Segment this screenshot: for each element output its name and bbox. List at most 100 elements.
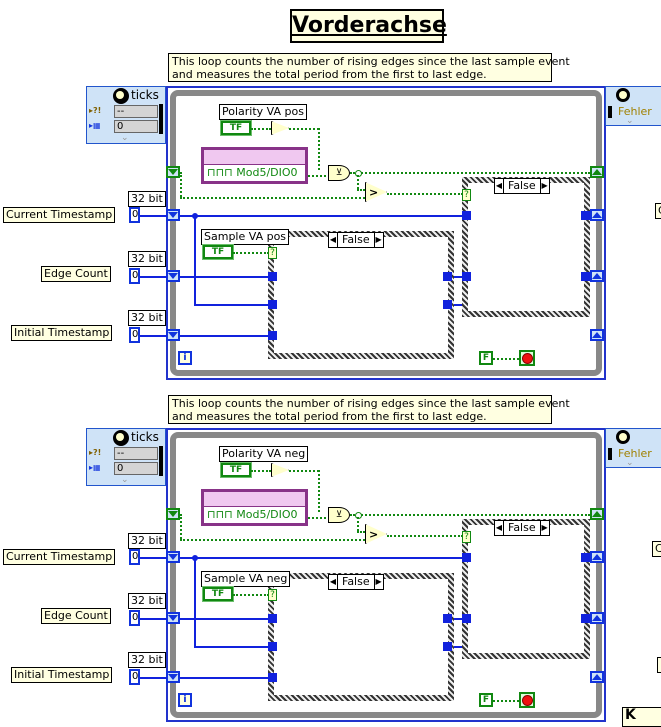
chip-icon: ▸▦	[89, 121, 101, 130]
shift-register-right-initial[interactable]	[590, 671, 604, 683]
inner-case-structure[interactable]	[268, 231, 454, 359]
bool-wire	[233, 594, 269, 596]
shift-register-left-count[interactable]	[166, 612, 180, 624]
shift-register-right-count[interactable]	[590, 270, 604, 282]
case-value: False	[337, 233, 375, 247]
timed-loop-output-node[interactable]: Fehler ⌄	[605, 428, 661, 468]
sample-control[interactable]: TF	[202, 244, 234, 260]
iteration-terminal: i	[178, 351, 192, 365]
fpga-io-node[interactable]: ⊓⊓⊓ Mod5/DIO0	[201, 489, 308, 526]
polarity-control[interactable]: TF	[220, 462, 252, 478]
timed-field-2[interactable]: 0	[114, 120, 158, 133]
shift-register-right-initial[interactable]	[590, 329, 604, 341]
shift-register-left-current[interactable]	[166, 209, 180, 221]
decrement-arrow-icon[interactable]: ◀	[329, 235, 337, 244]
increment-arrow-icon[interactable]: ▶	[541, 181, 548, 190]
chip-icon: ▸▦	[89, 463, 101, 472]
comment-line-2: and measures the total period from the f…	[172, 410, 487, 423]
false-constant[interactable]: F	[479, 693, 493, 707]
loop-frame	[170, 90, 602, 376]
timed-loop-input-node[interactable]: ticks ▸?! -- ▸▦ 0 ⌄	[86, 428, 166, 486]
register-label: Edge Count	[41, 608, 111, 624]
bool-wire	[289, 470, 319, 472]
sample-control[interactable]: TF	[202, 586, 234, 602]
stop-terminal[interactable]	[519, 692, 535, 708]
shift-register-right-current[interactable]	[590, 551, 604, 563]
chevrons-icon[interactable]: ⌄	[121, 133, 129, 143]
timed-field-1[interactable]: --	[114, 105, 158, 118]
shift-register-left-current[interactable]	[166, 551, 180, 563]
chevrons-icon[interactable]: ⌄	[121, 475, 129, 485]
outer-case-selector[interactable]: ◀ False ▶	[494, 520, 550, 536]
wire-branch	[194, 557, 196, 647]
iteration-terminal: i	[178, 693, 192, 707]
type-label: 32 bit	[128, 310, 166, 326]
decrement-arrow-icon[interactable]: ◀	[495, 523, 503, 532]
init-constant[interactable]: 0	[129, 268, 140, 284]
shift-register-right-count[interactable]	[590, 612, 604, 624]
init-constant[interactable]: 0	[129, 549, 140, 565]
shift-register-left-initial[interactable]	[166, 671, 180, 683]
timed-loop-input-node[interactable]: ticks ▸?! -- ▸▦ 0 ⌄	[86, 86, 166, 144]
wire	[140, 618, 167, 620]
tunnel	[268, 642, 277, 651]
timed-field-1[interactable]: --	[114, 447, 158, 460]
chevrons-icon[interactable]: ⌄	[626, 458, 634, 468]
inner-case-selector[interactable]: ◀ False ▶	[328, 232, 384, 248]
init-constant[interactable]: 0	[129, 207, 140, 223]
shift-register-left-initial[interactable]	[166, 329, 180, 341]
fpga-io-header	[204, 150, 305, 165]
decrement-arrow-icon[interactable]: ◀	[495, 181, 503, 190]
timed-field-2[interactable]: 0	[114, 462, 158, 475]
outer-case-structure[interactable]	[462, 177, 590, 317]
register-label: Current Timestamp	[3, 549, 116, 565]
increment-arrow-icon[interactable]: ▶	[375, 235, 382, 244]
wire	[140, 677, 167, 679]
comment-line-1: This loop counts the number of rising ed…	[172, 397, 570, 410]
register-label: Initial Timestamp	[11, 667, 113, 683]
comment-line-1: This loop counts the number of rising ed…	[172, 55, 570, 68]
shift-register-left-bool[interactable]	[166, 166, 180, 178]
shift-register-right-bool[interactable]	[590, 508, 604, 520]
outer-case-structure[interactable]	[462, 519, 590, 659]
type-label: 32 bit	[128, 533, 166, 549]
bool-wire	[308, 517, 330, 519]
fpga-io-name: Mod5/DIO0	[236, 166, 298, 179]
init-constant[interactable]: 0	[129, 327, 140, 343]
polarity-control[interactable]: TF	[220, 120, 252, 136]
increment-arrow-icon[interactable]: ▶	[375, 577, 382, 586]
init-constant[interactable]: 0	[129, 610, 140, 626]
clock-icon	[616, 430, 630, 444]
inner-case-selector[interactable]: ◀ False ▶	[328, 574, 384, 590]
tunnel	[268, 272, 277, 281]
case-value: False	[503, 179, 541, 193]
shift-register-right-bool[interactable]	[590, 166, 604, 178]
outer-case-selector[interactable]: ◀ False ▶	[494, 178, 550, 194]
type-label: 32 bit	[128, 191, 166, 207]
partial-label: I	[657, 657, 661, 673]
register-label: Initial Timestamp	[11, 325, 113, 341]
chevrons-icon[interactable]: ⌄	[626, 116, 634, 126]
stop-terminal[interactable]	[519, 350, 535, 366]
timed-loop-label: ticks	[131, 430, 159, 444]
case-value: False	[337, 575, 375, 589]
bool-wire	[180, 197, 365, 199]
bool-wire	[387, 535, 463, 537]
false-constant[interactable]: F	[479, 351, 493, 365]
init-constant[interactable]: 0	[129, 669, 140, 685]
increment-arrow-icon[interactable]: ▶	[541, 523, 548, 532]
tunnel	[443, 614, 452, 623]
tunnel	[268, 300, 277, 309]
shift-register-right-current[interactable]	[590, 209, 604, 221]
shift-register-left-count[interactable]	[166, 270, 180, 282]
decrement-arrow-icon[interactable]: ◀	[329, 577, 337, 586]
shift-register-left-bool[interactable]	[166, 508, 180, 520]
error-output-label: Fehler	[618, 447, 652, 460]
error-terminal-icon: ▸?!	[89, 106, 102, 115]
bool-wire	[493, 700, 519, 702]
timed-loop-output-node[interactable]: Fehler ⌄	[605, 86, 661, 126]
tunnel	[268, 673, 277, 682]
stop-icon	[521, 352, 533, 364]
inner-case-structure[interactable]	[268, 573, 454, 701]
fpga-io-node[interactable]: ⊓⊓⊓ Mod5/DIO0	[201, 147, 308, 184]
